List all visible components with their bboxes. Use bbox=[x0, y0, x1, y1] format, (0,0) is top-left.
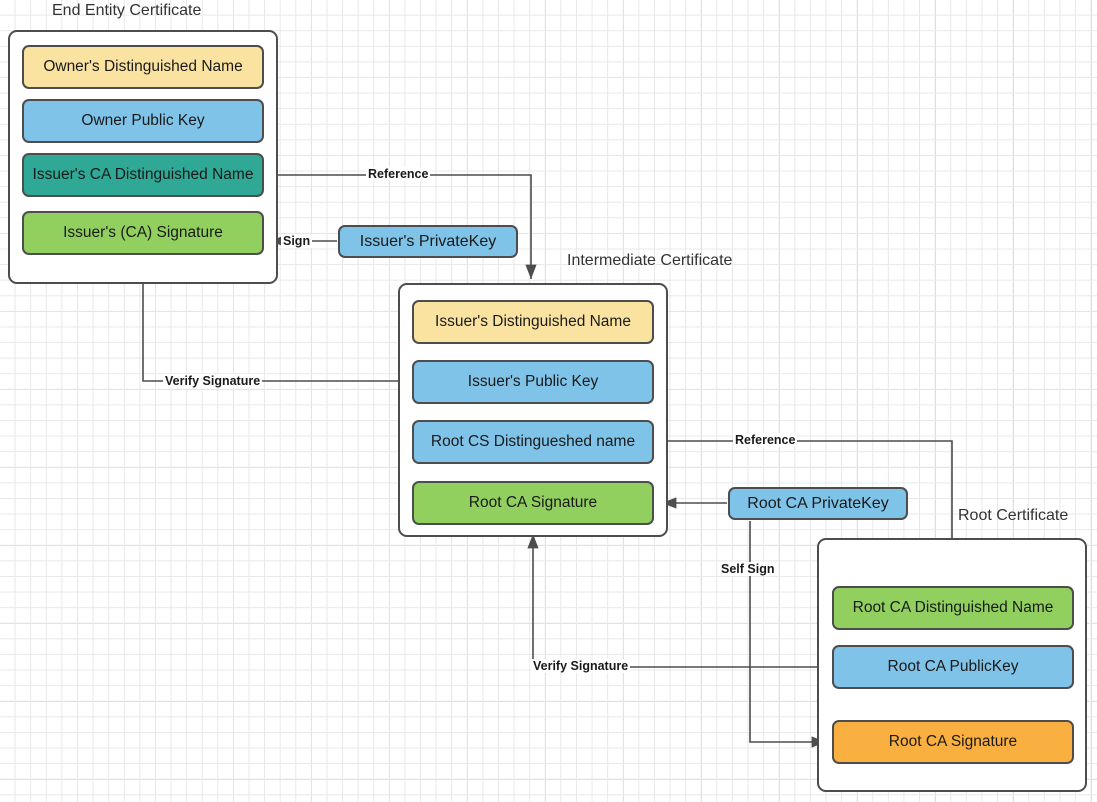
field-issuers-distinguished-name[interactable]: Issuer's Distinguished Name bbox=[412, 300, 654, 344]
edge-label-self-sign: Self Sign bbox=[719, 562, 777, 576]
edge-label-sign: Sign bbox=[281, 234, 313, 248]
field-root-cs-distingueshed-name[interactable]: Root CS Distingueshed name bbox=[412, 420, 654, 464]
edge-label-reference-top: Reference bbox=[366, 167, 431, 181]
root-ca-private-key-box[interactable]: Root CA PrivateKey bbox=[728, 487, 908, 520]
field-root-ca-distinguished-name[interactable]: Root CA Distinguished Name bbox=[832, 586, 1074, 630]
edge-label-reference-bottom: Reference bbox=[733, 433, 798, 447]
edge-self-sign-path bbox=[749, 521, 826, 748]
field-owners-distinguished-name[interactable]: Owner's Distinguished Name bbox=[22, 45, 264, 89]
field-issuers-ca-signature[interactable]: Issuer's (CA) Signature bbox=[22, 211, 264, 255]
field-issuers-public-key[interactable]: Issuer's Public Key bbox=[412, 360, 654, 404]
field-owner-public-key[interactable]: Owner Public Key bbox=[22, 99, 264, 143]
edge-label-verify-signature-bottom: Verify Signature bbox=[531, 659, 631, 673]
issuers-private-key-box[interactable]: Issuer's PrivateKey bbox=[338, 225, 518, 258]
intermediate-certificate-title: Intermediate Certificate bbox=[567, 252, 733, 269]
field-root-ca-signature[interactable]: Root CA Signature bbox=[832, 720, 1074, 764]
field-issuers-ca-distinguished-name[interactable]: Issuer's CA Distinguished Name bbox=[22, 153, 264, 197]
end-entity-certificate-title: End Entity Certificate bbox=[52, 2, 202, 19]
field-intermediate-root-ca-signature[interactable]: Root CA Signature bbox=[412, 481, 654, 525]
edge-verify-signature-bottom-path bbox=[527, 534, 832, 668]
root-certificate-title: Root Certificate bbox=[958, 507, 1069, 524]
edge-label-verify-signature-top: Verify Signature bbox=[163, 374, 263, 388]
field-root-ca-publickey[interactable]: Root CA PublicKey bbox=[832, 645, 1074, 689]
